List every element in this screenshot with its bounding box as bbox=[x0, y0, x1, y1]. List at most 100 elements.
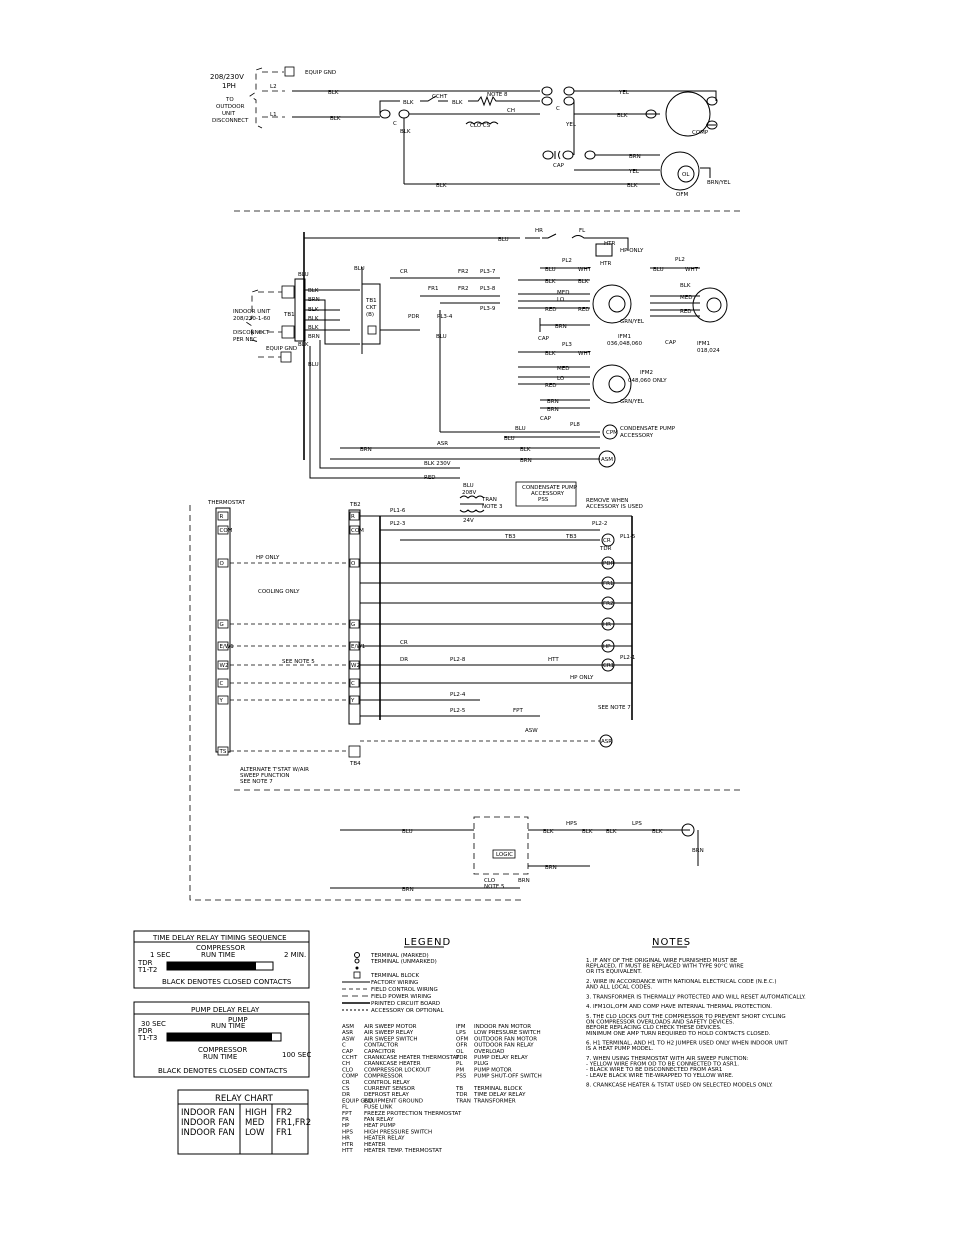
tran-note: NOTE 3 bbox=[482, 504, 503, 510]
legend-meaning: INDOOR FAN MOTOR bbox=[474, 1024, 531, 1030]
tdr-lines bbox=[380, 529, 600, 541]
ofm-brn-yel-label: BRN/YEL bbox=[707, 180, 731, 186]
ofm-overload bbox=[677, 165, 695, 183]
tb1-terminal-2 bbox=[281, 325, 295, 339]
clo-blk-2: BLK bbox=[582, 829, 593, 835]
tb2-terminal-label: O bbox=[351, 561, 356, 567]
indoor-unit-label-3: DISCONNECT bbox=[233, 330, 270, 336]
pl2-8-label: PL2-8 bbox=[450, 657, 466, 663]
condensate-label-2: ACCESSORY bbox=[620, 433, 654, 439]
note-line: REPLACED, IT MUST BE REPLACED WITH TYPE … bbox=[586, 964, 744, 970]
fr2-label-2: FR2 bbox=[458, 286, 468, 292]
heater-element bbox=[595, 243, 613, 257]
legend-abbrev: C bbox=[342, 1043, 346, 1049]
legend-abbrev: IFM bbox=[456, 1024, 466, 1030]
ifm1-blk-2: BLK bbox=[578, 279, 589, 285]
tb1-blk-1: BLK bbox=[308, 288, 319, 294]
see-note7-label: SEE NOTE 7 bbox=[598, 705, 631, 711]
ifm1-grn-yel: GRN/YEL bbox=[620, 319, 645, 325]
small-med: MED bbox=[680, 295, 692, 301]
legend-symbol-label: FIELD POWER WIRING bbox=[371, 994, 431, 1000]
hp-only-label-2: HP ONLY bbox=[570, 675, 594, 681]
indoor-fan-circuit: BLU HR FL HTR HP ONLY HTR INDOOR UNIT 20… bbox=[233, 228, 728, 524]
cap-terminal-2 bbox=[562, 150, 574, 160]
supply-phase: 1PH bbox=[222, 82, 236, 90]
tran-label: TRAN bbox=[481, 497, 497, 503]
tb2-terminal-box bbox=[349, 641, 360, 651]
legend-meaning: PUMP MOTOR bbox=[474, 1067, 512, 1073]
legend-meaning: TRANSFORMER bbox=[473, 1098, 516, 1104]
ifm1-leads bbox=[518, 267, 590, 309]
legend-abbrev: EQUIP GND bbox=[342, 1098, 373, 1104]
alt-tstat-1: ALTERNATE T'STAT W/AIR bbox=[240, 767, 309, 773]
blk-ofm-label: BLK bbox=[436, 183, 447, 189]
ifm2-brn-2: BRN bbox=[547, 407, 559, 413]
legend-meaning: PLUG bbox=[474, 1061, 488, 1067]
tdr-timing-chart: TIME DELAY RELAY TIMING SEQUENCE COMPRES… bbox=[133, 930, 310, 989]
equip-gnd-label: EQUIP GND bbox=[305, 70, 336, 76]
pump-acc-pss: PSS bbox=[538, 497, 549, 503]
tstat-terminal-label: G bbox=[220, 622, 224, 628]
pl3-8-label: PL3-8 bbox=[480, 286, 496, 292]
tb1-blu-2: BLU bbox=[308, 362, 319, 368]
tdr-title: TIME DELAY RELAY TIMING SEQUENCE bbox=[152, 934, 287, 942]
ifm1-brn: BRN bbox=[555, 324, 567, 330]
yel-ofm-label: YEL bbox=[628, 169, 640, 175]
see-note5-label: SEE NOTE 5 bbox=[282, 659, 315, 665]
legend-symbol-label: TERMINAL (MARKED) bbox=[370, 953, 429, 959]
legend-meaning: CONTACTOR bbox=[364, 1043, 398, 1049]
ifm1-small-cap: CAP bbox=[665, 340, 677, 346]
to-disconnect-line-1: TO bbox=[225, 97, 234, 103]
contactor-t2b-terminal bbox=[563, 96, 575, 106]
fr1-label: FR1 bbox=[428, 286, 438, 292]
pdr-label: PDR bbox=[408, 314, 420, 320]
tb2-terminal-box bbox=[349, 619, 360, 629]
clo-brn-3: BRN bbox=[402, 887, 414, 893]
legend-abbrev: PDR bbox=[456, 1055, 468, 1061]
legend-meaning: PUMP SHUT-OFF SWITCH bbox=[474, 1074, 542, 1080]
field-outline bbox=[189, 505, 522, 901]
ofm-gnd-lead bbox=[700, 167, 711, 178]
legend-meaning: FAN RELAY bbox=[364, 1117, 394, 1123]
tstat-terminal-box bbox=[217, 746, 229, 756]
contactor-c-t1 bbox=[398, 109, 410, 119]
yel-label-1: YEL bbox=[618, 90, 630, 96]
tstat-terminal-box bbox=[217, 619, 229, 629]
indoor-gnd-terminal bbox=[280, 351, 292, 363]
comp-terminal-c bbox=[645, 109, 657, 119]
relay-row-speed: MED bbox=[245, 1118, 265, 1128]
pdr-footer: BLACK DENOTES CLOSED CONTACTS bbox=[158, 1067, 288, 1075]
comp-terminal-r bbox=[706, 96, 718, 106]
notes-list: 1. IF ANY OF THE ORIGINAL WIRE FURNISHED… bbox=[586, 958, 806, 1089]
fpt-label: FPT bbox=[513, 708, 523, 714]
legend-abbrev: FL bbox=[342, 1105, 349, 1111]
condensate-leads bbox=[440, 431, 600, 438]
hp-only-label: HP ONLY bbox=[620, 248, 644, 254]
legend-abbrev: FR bbox=[342, 1117, 349, 1123]
legend-meaning: HEATER bbox=[364, 1142, 386, 1148]
ifm2-overload bbox=[608, 375, 626, 393]
cap-terminal-3 bbox=[584, 150, 596, 160]
note-line: BEFORE REPLACING CLO CHECK THESE DEVICES… bbox=[586, 1025, 722, 1031]
ifm1-red: RED bbox=[545, 307, 557, 313]
legend-marked-terminal bbox=[354, 952, 360, 958]
legend-splice-symbol bbox=[355, 966, 359, 970]
note-line: - BLACK WIRE TO BE DISCONNECTED FROM ASR… bbox=[586, 1067, 722, 1073]
tstat-terminal-box bbox=[217, 660, 229, 670]
relay-coil-label: HP bbox=[603, 644, 611, 650]
lps-label: LPS bbox=[632, 821, 642, 827]
tb1-ckt-label-2: CKT bbox=[366, 305, 377, 311]
clo-module bbox=[473, 816, 529, 875]
compressor-motor bbox=[665, 91, 711, 137]
pdr-timing-chart: PUMP DELAY RELAY PUMP 30 SEC RUN TIME PD… bbox=[133, 1001, 311, 1078]
pdr-title: PUMP DELAY RELAY bbox=[191, 1006, 260, 1014]
small-blu: BLU bbox=[653, 267, 664, 273]
legend-meaning: LOW PRESSURE SWITCH bbox=[474, 1030, 541, 1036]
ofm-label: OFM bbox=[676, 192, 688, 198]
pdr-run-time: RUN TIME bbox=[211, 1022, 245, 1030]
relay-coil-label: PDR bbox=[603, 561, 615, 567]
cpm-blu-2: BLU bbox=[504, 436, 515, 442]
ifm1-med: MED bbox=[557, 290, 569, 296]
